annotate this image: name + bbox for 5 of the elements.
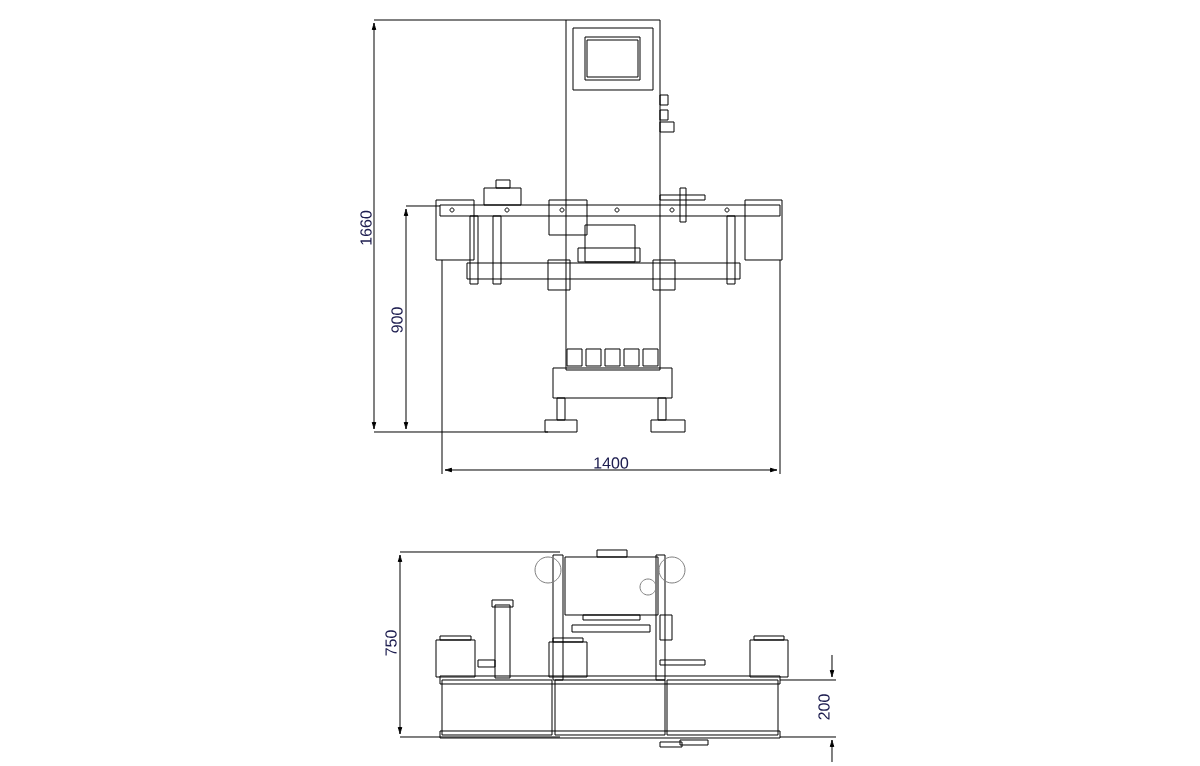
- dimension-label: 1660: [360, 210, 372, 245]
- dimension-label: 750: [385, 630, 397, 656]
- dimension-label: 200: [818, 694, 830, 720]
- dimension-label: 1400: [594, 457, 629, 469]
- dimension-label: 900: [391, 307, 403, 333]
